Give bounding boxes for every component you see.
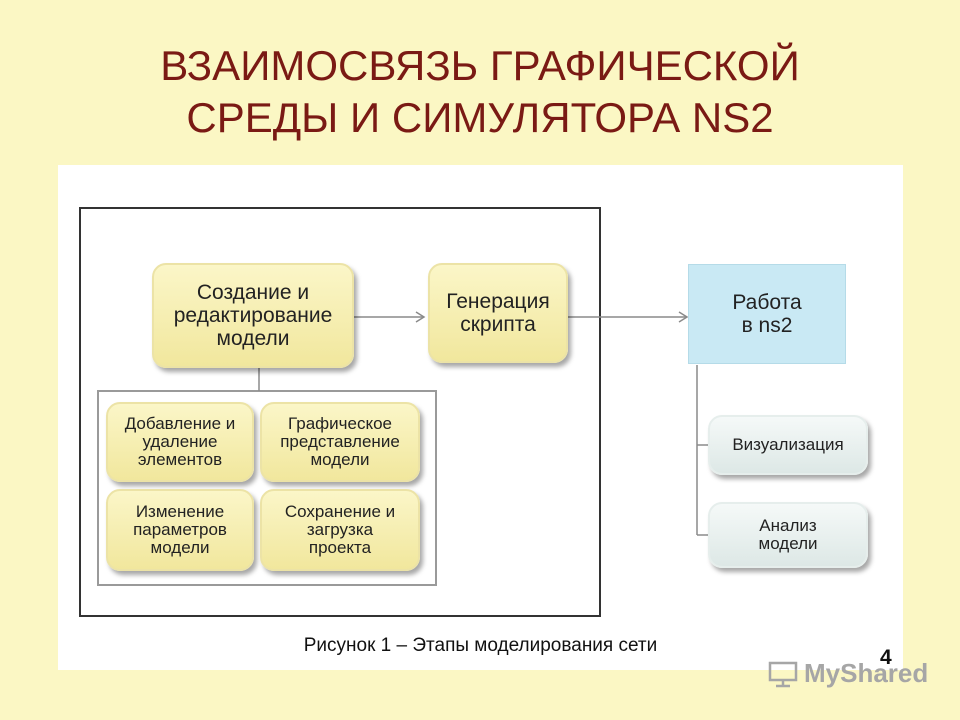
title-line-2: СРЕДЫ И СИМУЛЯТОРА NS2 — [186, 94, 774, 141]
watermark: MyShared — [768, 658, 928, 689]
title-line-1: ВЗАИМОСВЯЗЬ ГРАФИЧЕСКОЙ — [160, 42, 800, 89]
editing-functions-frame — [97, 390, 437, 586]
node-run-ns2: Работа в ns2 — [688, 264, 846, 364]
node-save-load-project: Сохранение и загрузка проекта — [260, 489, 420, 571]
node-visualization: Визуализация — [708, 415, 868, 475]
presentation-icon — [768, 661, 798, 687]
arrowhead-run — [678, 311, 689, 323]
node-create-model: Создание и редактирование модели — [152, 263, 354, 368]
figure-caption: Рисунок 1 – Этапы моделирования сети — [303, 635, 658, 656]
node-generate-script: Генерация скрипта — [428, 263, 568, 363]
node-change-parameters: Изменение параметров модели — [106, 489, 254, 571]
arrowhead-generate — [415, 311, 426, 323]
node-model-analysis: Анализ модели — [708, 502, 868, 568]
node-graphic-view: Графическое представление модели — [260, 402, 420, 482]
diagram-figure: Создание и редактирование модели Генерац… — [58, 165, 903, 670]
slide-title: ВЗАИМОСВЯЗЬ ГРАФИЧЕСКОЙ СРЕДЫ И СИМУЛЯТО… — [0, 40, 960, 144]
watermark-text: MyShared — [804, 658, 929, 688]
node-add-remove-elements: Добавление и удаление элементов — [106, 402, 254, 482]
graphic-environment-frame — [79, 207, 601, 617]
page-number: 4 — [880, 646, 892, 669]
connectors — [258, 311, 708, 536]
